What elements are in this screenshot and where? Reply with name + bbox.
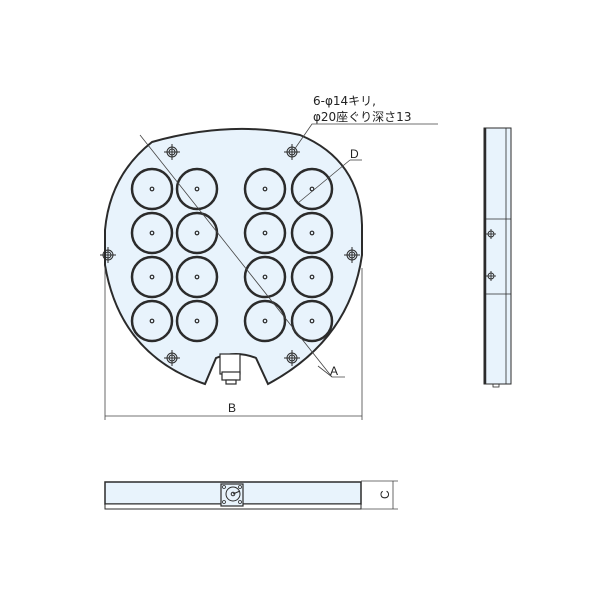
dimension-d-line bbox=[297, 159, 351, 204]
suction-pads bbox=[130, 167, 334, 343]
top-view: A D 6-φ14キリ, φ20座ぐり深さ13 B bbox=[100, 94, 438, 420]
dimension-a-line bbox=[139, 134, 333, 378]
dimension-a-label: A bbox=[330, 364, 338, 378]
dimension-c-label: C bbox=[378, 490, 392, 499]
annotation-line1: 6-φ14キリ, bbox=[313, 94, 376, 108]
front-view: C bbox=[104, 480, 398, 510]
mounting-holes bbox=[100, 144, 360, 366]
pad-centers bbox=[149, 186, 315, 324]
annotation-leader bbox=[293, 123, 438, 151]
side-view bbox=[483, 127, 512, 388]
dimension-d-label: D bbox=[350, 147, 359, 161]
dimension-b-label: B bbox=[228, 401, 236, 415]
plate-outline bbox=[104, 127, 363, 386]
dimension-a-leader bbox=[317, 365, 345, 378]
annotation-line2: φ20座ぐり深さ13 bbox=[313, 109, 411, 124]
connector bbox=[219, 353, 241, 385]
